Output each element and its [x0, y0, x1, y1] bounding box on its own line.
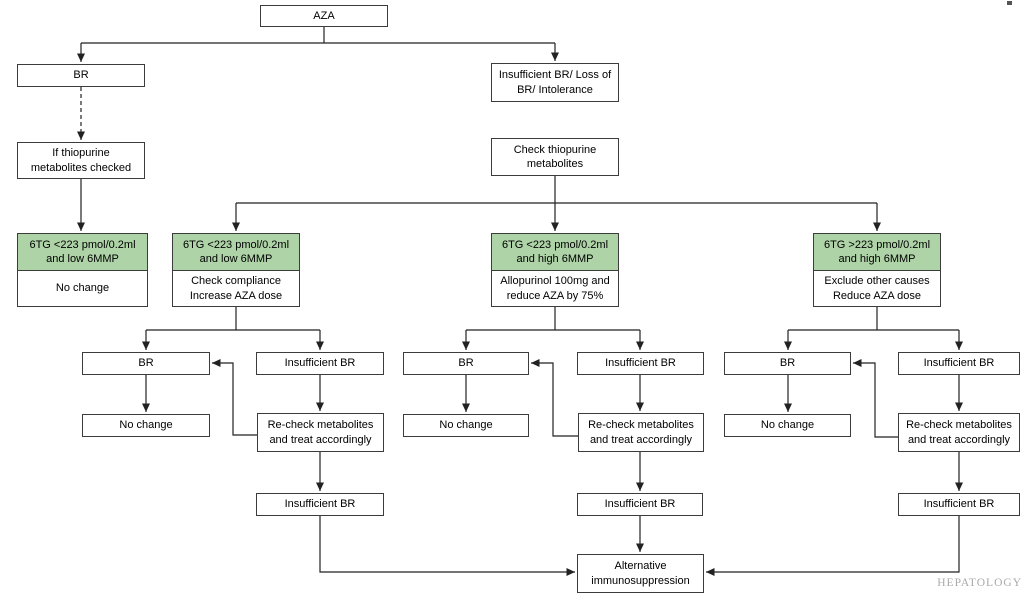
node-recheck-group3: Re-check metabolites and treat according… — [898, 413, 1020, 452]
connector-group-2 — [462, 307, 644, 552]
node-br-group1: BR — [82, 352, 210, 375]
node-metabolite-condition-2: 6TG <223 pmol/0.2ml and low 6MMP — [172, 233, 300, 271]
node-recheck-group2: Re-check metabolites and treat according… — [578, 413, 704, 452]
node-recheck-group1: Re-check metabolites and treat according… — [257, 413, 384, 452]
node-insufficient-br-group2: Insufficient BR — [577, 352, 704, 375]
node-metabolite-condition-1: 6TG <223 pmol/0.2ml and low 6MMP — [17, 233, 148, 271]
node-no-change-group2: No change — [403, 414, 529, 437]
node-metabolite-action-2: Check compliance Increase AZA dose — [172, 270, 300, 307]
connector-to-metabolite-boxes — [77, 176, 881, 231]
node-aza: AZA — [260, 5, 388, 27]
node-insufficient-br-top: Insufficient BR/ Loss of BR/ Intolerance — [491, 63, 619, 102]
node-br-group3: BR — [724, 352, 851, 375]
node-metabolite-condition-4: 6TG >223 pmol/0.2ml and high 6MMP — [813, 233, 941, 271]
node-br-group2: BR — [403, 352, 529, 375]
node-insufficient-br-group1: Insufficient BR — [256, 352, 384, 375]
node-alternative-immunosuppression: Alternative immunosuppression — [577, 554, 704, 593]
node-insufficient-br-final-group3: Insufficient BR — [898, 493, 1020, 516]
hepatology-watermark: HEPATOLOGY — [937, 577, 1022, 589]
node-if-thiopurine-checked: If thiopurine metabolites checked — [17, 142, 145, 179]
node-metabolite-action-4: Exclude other causes Reduce AZA dose — [813, 270, 941, 307]
corner-artifact — [1007, 1, 1012, 5]
node-metabolite-action-1: No change — [17, 270, 148, 307]
node-insufficient-br-final-group2: Insufficient BR — [577, 493, 703, 516]
node-insufficient-br-group3: Insufficient BR — [898, 352, 1020, 375]
node-check-thiopurine-metabolites: Check thiopurine metabolites — [491, 138, 619, 176]
connector-group-3 — [706, 307, 963, 576]
node-insufficient-br-final-group1: Insufficient BR — [256, 493, 384, 516]
node-no-change-group1: No change — [82, 414, 210, 437]
node-br-top: BR — [17, 64, 145, 87]
node-no-change-group3: No change — [724, 414, 851, 437]
node-metabolite-condition-3: 6TG <223 pmol/0.2ml and high 6MMP — [491, 233, 619, 271]
connector-top-split — [77, 25, 559, 62]
node-metabolite-action-3: Allopurinol 100mg and reduce AZA by 75% — [491, 270, 619, 307]
connector-group-1 — [142, 307, 575, 576]
